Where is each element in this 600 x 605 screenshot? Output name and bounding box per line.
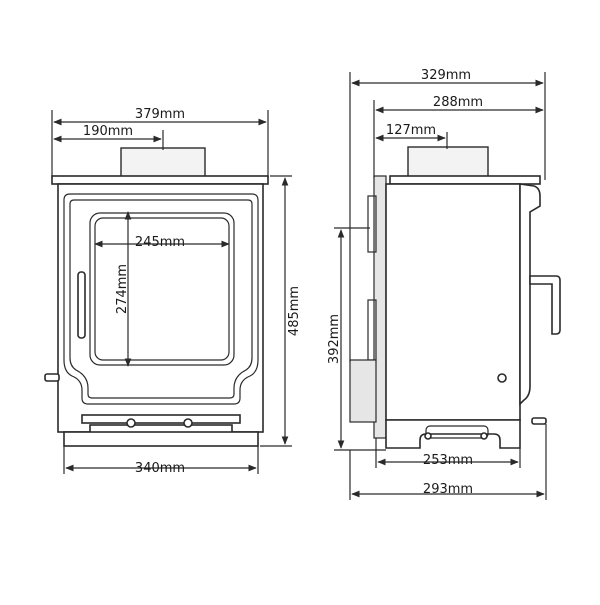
side-door-profile bbox=[519, 183, 541, 406]
side-rear-bracket-top bbox=[367, 195, 377, 253]
front-view: 379mm 190mm 245mm 274mm 485mm 340mm bbox=[44, 107, 302, 476]
label-side-body-depth: 288mm bbox=[433, 95, 483, 110]
front-side-control[interactable] bbox=[44, 373, 60, 382]
side-view: 329mm 288mm 127mm 392mm 253mm 293mm bbox=[327, 68, 561, 500]
front-glass-window bbox=[89, 212, 235, 366]
label-front-base-width: 340mm bbox=[135, 461, 185, 476]
front-air-knob-left[interactable] bbox=[126, 418, 136, 428]
label-glass-height: 274mm bbox=[115, 264, 130, 314]
side-door-handle[interactable] bbox=[529, 275, 561, 335]
label-side-overall-depth: 329mm bbox=[421, 68, 471, 83]
front-ashpan-top bbox=[81, 414, 241, 424]
front-top-plate bbox=[51, 175, 269, 185]
label-side-base-depth-inner: 253mm bbox=[423, 453, 473, 468]
label-side-base-depth-outer: 293mm bbox=[423, 482, 473, 497]
label-front-flue-offset: 190mm bbox=[83, 124, 133, 139]
side-pivot-right bbox=[480, 432, 488, 440]
front-door-inner-outline bbox=[69, 199, 253, 399]
label-side-inlet-height: 392mm bbox=[327, 314, 342, 364]
front-flue-collar bbox=[120, 147, 206, 179]
label-side-flue-offset: 127mm bbox=[386, 123, 436, 138]
side-rear-inlet bbox=[349, 359, 377, 423]
label-front-overall-height: 485mm bbox=[287, 286, 302, 336]
side-flue-collar bbox=[407, 146, 489, 178]
front-body bbox=[57, 183, 264, 433]
side-control-knob[interactable] bbox=[497, 373, 507, 383]
front-glass-inner bbox=[94, 217, 230, 361]
front-door-outline bbox=[63, 193, 259, 405]
side-body bbox=[385, 183, 521, 421]
front-air-knob-right[interactable] bbox=[183, 418, 193, 428]
side-pivot-left bbox=[424, 432, 432, 440]
label-glass-width: 245mm bbox=[135, 235, 185, 250]
front-base-plinth bbox=[63, 431, 259, 447]
side-top-plate bbox=[389, 175, 541, 185]
label-front-overall-width: 379mm bbox=[135, 107, 185, 122]
front-door-handle[interactable] bbox=[77, 271, 86, 339]
side-base bbox=[385, 419, 521, 449]
side-front-control[interactable] bbox=[531, 417, 547, 425]
side-ashpan-handle[interactable] bbox=[425, 425, 489, 439]
